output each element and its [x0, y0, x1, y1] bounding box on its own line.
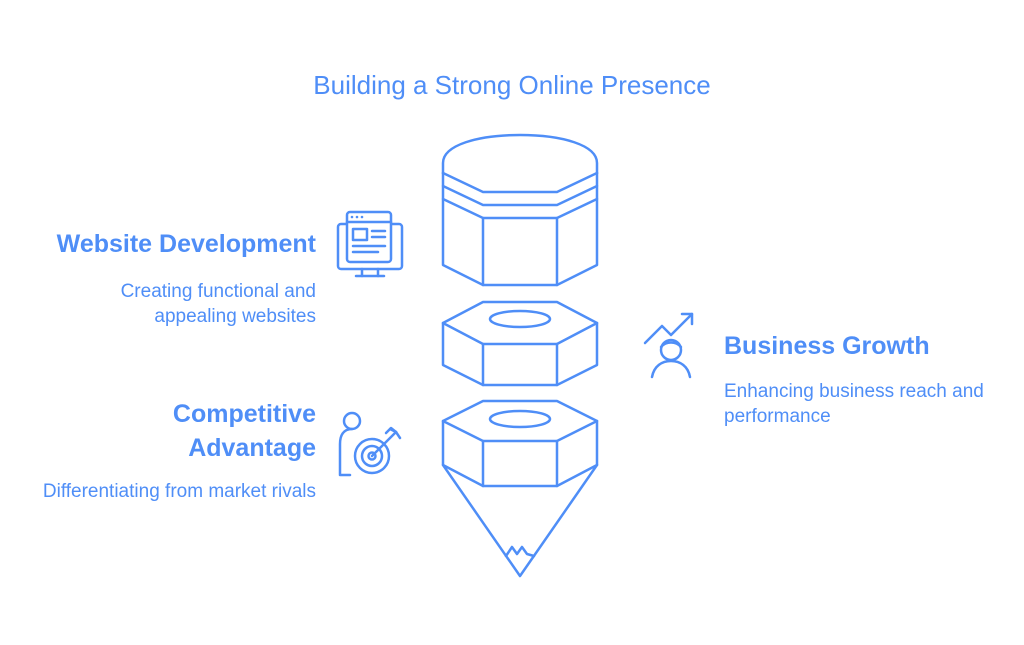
tower-bottom-nut — [441, 399, 599, 578]
heading-website-development: Website Development — [56, 230, 316, 258]
desc-competitive-advantage: Differentiating from market rivals — [42, 481, 316, 502]
desc-website-development: Creating functional and appealing websit… — [120, 281, 316, 327]
heading-business-growth: Business Growth — [724, 332, 930, 360]
website-monitor-icon — [336, 210, 404, 278]
target-person-icon — [338, 411, 402, 477]
growth-person-icon — [643, 312, 694, 379]
tower-middle-nut — [441, 300, 599, 387]
heading-competitive-advantage: Competitive Advantage — [172, 400, 316, 462]
tower-top-section — [441, 133, 599, 287]
diagram-title: Building a Strong Online Presence — [313, 70, 711, 100]
desc-business-growth: Enhancing business reach and performance — [724, 381, 984, 427]
